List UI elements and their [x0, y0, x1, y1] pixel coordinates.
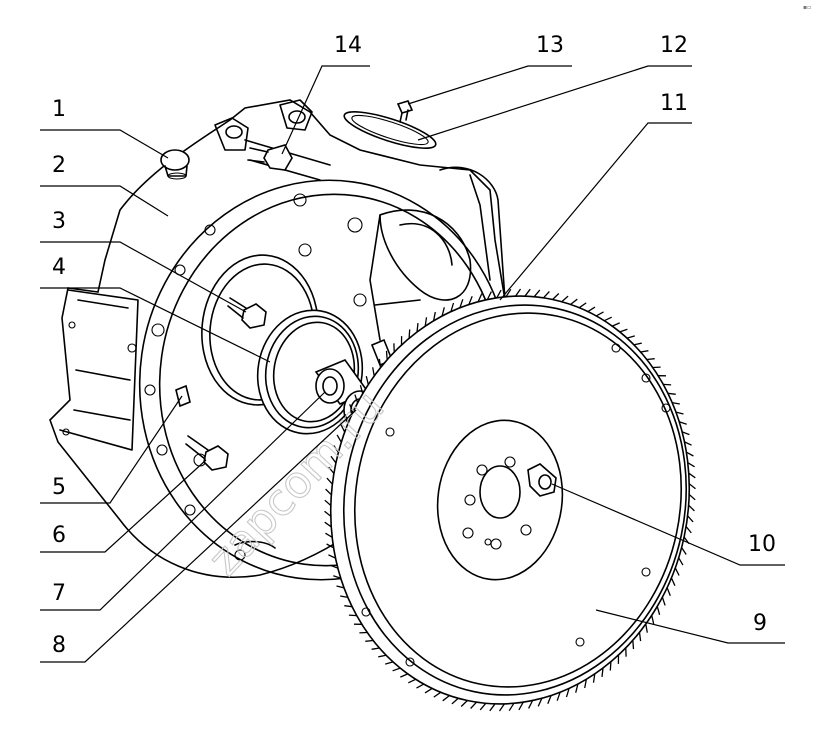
callout-numbers: 1 2 3 4 5 6 7 8 9 10 11 12 13 14 — [52, 33, 776, 658]
callout-11: 11 — [660, 91, 688, 116]
screw-part-13 — [396, 100, 414, 123]
callout-8: 8 — [52, 633, 66, 658]
callout-3: 3 — [52, 209, 66, 234]
flywheel-part-9 — [324, 288, 696, 712]
bolt-part-3 — [227, 297, 267, 329]
callout-6: 6 — [52, 523, 66, 548]
bolt-part-6 — [185, 435, 229, 471]
callout-14: 14 — [334, 33, 362, 58]
leader-lines — [40, 65, 785, 663]
callout-10: 10 — [748, 532, 776, 557]
ring-gear-teeth — [324, 288, 696, 712]
callout-13: 13 — [536, 33, 564, 58]
gear-tooth-strokes — [324, 288, 696, 712]
dowel-pin-part-10 — [527, 463, 557, 497]
callout-5: 5 — [52, 475, 66, 500]
callout-7: 7 — [52, 581, 66, 606]
cover-part-12 — [343, 111, 437, 149]
plug-part-1 — [160, 149, 190, 180]
callout-2: 2 — [52, 153, 66, 178]
callout-4: 4 — [52, 255, 66, 280]
callout-1: 1 — [52, 97, 66, 122]
corner-mark: ▪▫ — [803, 4, 811, 11]
callout-12: 12 — [660, 33, 688, 58]
callout-9: 9 — [753, 611, 767, 636]
bolt-part-14 — [247, 144, 293, 171]
